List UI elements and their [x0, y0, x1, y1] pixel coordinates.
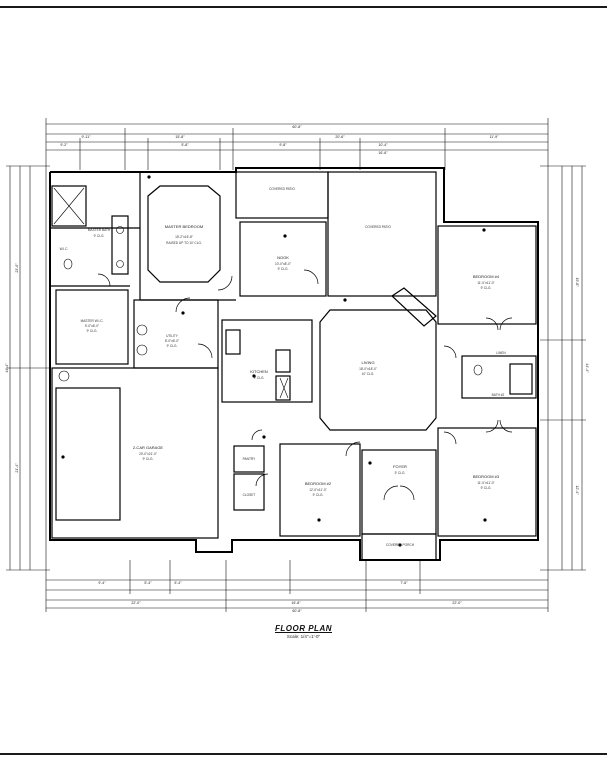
top-sub-dimension-2: 5'-8" — [181, 143, 189, 147]
bedroom4-ceiling: 9' CLG. — [481, 286, 492, 290]
garage-label: 2-CAR GARAGE — [133, 445, 164, 450]
bottom-sub-dimension-2: 5'-4" — [144, 581, 152, 585]
bottom-overall-dimension: 60'-8" — [292, 609, 302, 613]
top-border-line — [0, 6, 607, 8]
top-dimension-2: 15'-8" — [175, 135, 185, 139]
pantry-label: PANTRY — [243, 457, 257, 461]
living-ceiling: 10' CLG. — [362, 372, 375, 376]
kitchen-label: KITCHEN — [250, 369, 268, 374]
master-bedroom-ceiling: RAISED UP TO 10' CLG. — [166, 241, 202, 245]
top-dimension-3: 20'-6" — [335, 135, 345, 139]
utility-ceiling: 9' CLG. — [167, 344, 178, 348]
top-dimension-4: 11'-9" — [490, 135, 500, 139]
left-overall-dimension: 44'-4" — [5, 363, 9, 373]
bottom-sub-dimension-4: 7'-6" — [400, 581, 408, 585]
master-bedroom-size: 15'-2"x16'-8" — [175, 235, 193, 239]
garage-ceiling: 9' CLG. — [143, 457, 154, 461]
closet-label: CLOSET — [243, 493, 256, 497]
master-wic-size: 9'-0"x6'-0" — [85, 324, 99, 328]
nook-label: NOOK — [277, 255, 289, 260]
bedroom2-size: 12'-0"x11'-0" — [309, 488, 327, 492]
right-overall-dimension: 44'-4" — [585, 363, 589, 373]
bedroom3-label: BEDROOM #3 — [473, 474, 500, 479]
living-size: 18'-0"x18'-0" — [359, 367, 377, 371]
covered-porch-label: COVERED PORCH — [386, 543, 415, 547]
garage-size: 20'-0"x21'-0" — [139, 452, 157, 456]
kitchen-ceiling: 9' CLG. — [254, 376, 265, 380]
bedroom2-ceiling: 9' CLG. — [313, 493, 324, 497]
master-bath-label: MASTER BATH — [88, 228, 111, 232]
master-bath-ceiling: 9' CLG. — [94, 234, 105, 238]
bottom-sub-dimension-3: 5'-4" — [174, 581, 182, 585]
bedroom3-ceiling: 9' CLG. — [481, 486, 492, 490]
utility-size: 8'-0"x6'-0" — [165, 339, 179, 343]
bedroom4-label: BEDROOM #4 — [473, 274, 500, 279]
foyer-label: FOYER — [393, 464, 407, 469]
left-dimension-2: 21'-4" — [15, 463, 19, 473]
drawing-scale: Scale: 1/4"=1'-0" — [286, 634, 321, 639]
wic-label: W.I.C. — [60, 247, 69, 251]
nook-ceiling: 9' CLG. — [278, 267, 289, 271]
top-sub-dimension-5: 16'-6" — [378, 151, 388, 155]
bottom-border-line — [0, 753, 607, 755]
drawing-title: FLOOR PLAN — [275, 624, 332, 633]
top-sub-dimension-1: 9'-2" — [60, 143, 68, 147]
left-dimension-1: 23'-0" — [15, 263, 19, 273]
bottom-sub-dimension-1: 9'-4" — [98, 581, 106, 585]
bottom-dimension-2: 16'-8" — [291, 601, 301, 605]
bottom-dimension-3: 22'-0" — [452, 601, 462, 605]
living-label: LIVING — [361, 360, 374, 365]
bath2-label: BATH #2 — [492, 393, 505, 397]
nook-size: 10'-0"x8'-0" — [275, 262, 291, 266]
foyer-ceiling: 9' CLG. — [395, 471, 406, 475]
master-wic-ceiling: 9' CLG. — [87, 329, 98, 333]
linen-label: LINEN — [496, 351, 506, 355]
bedroom2-label: BEDROOM #2 — [305, 481, 332, 486]
bottom-dimension-1: 22'-0" — [131, 601, 141, 605]
covered-patio-top-label: COVERED PATIO — [269, 187, 295, 191]
top-sub-dimension-4: 10'-4" — [378, 143, 388, 147]
top-dimension-1: 9'-11" — [82, 135, 92, 139]
master-wic-label: MASTER W.I.C. — [81, 319, 104, 323]
right-dimension-1: 19'-8" — [575, 277, 579, 287]
top-sub-dimension-3: 9'-8" — [279, 143, 287, 147]
master-bedroom-label: MASTER BEDROOM — [165, 224, 203, 229]
utility-label: UTILITY — [166, 334, 179, 338]
covered-patio-mid-label: COVERED PATIO — [365, 225, 391, 229]
bedroom4-size: 11'-0"x11'-0" — [477, 281, 494, 285]
top-overall-dimension: 60'-8" — [292, 125, 302, 129]
right-dimension-2: 12'-4" — [575, 485, 579, 495]
bedroom3-size: 11'-0"x11'-0" — [477, 481, 494, 485]
